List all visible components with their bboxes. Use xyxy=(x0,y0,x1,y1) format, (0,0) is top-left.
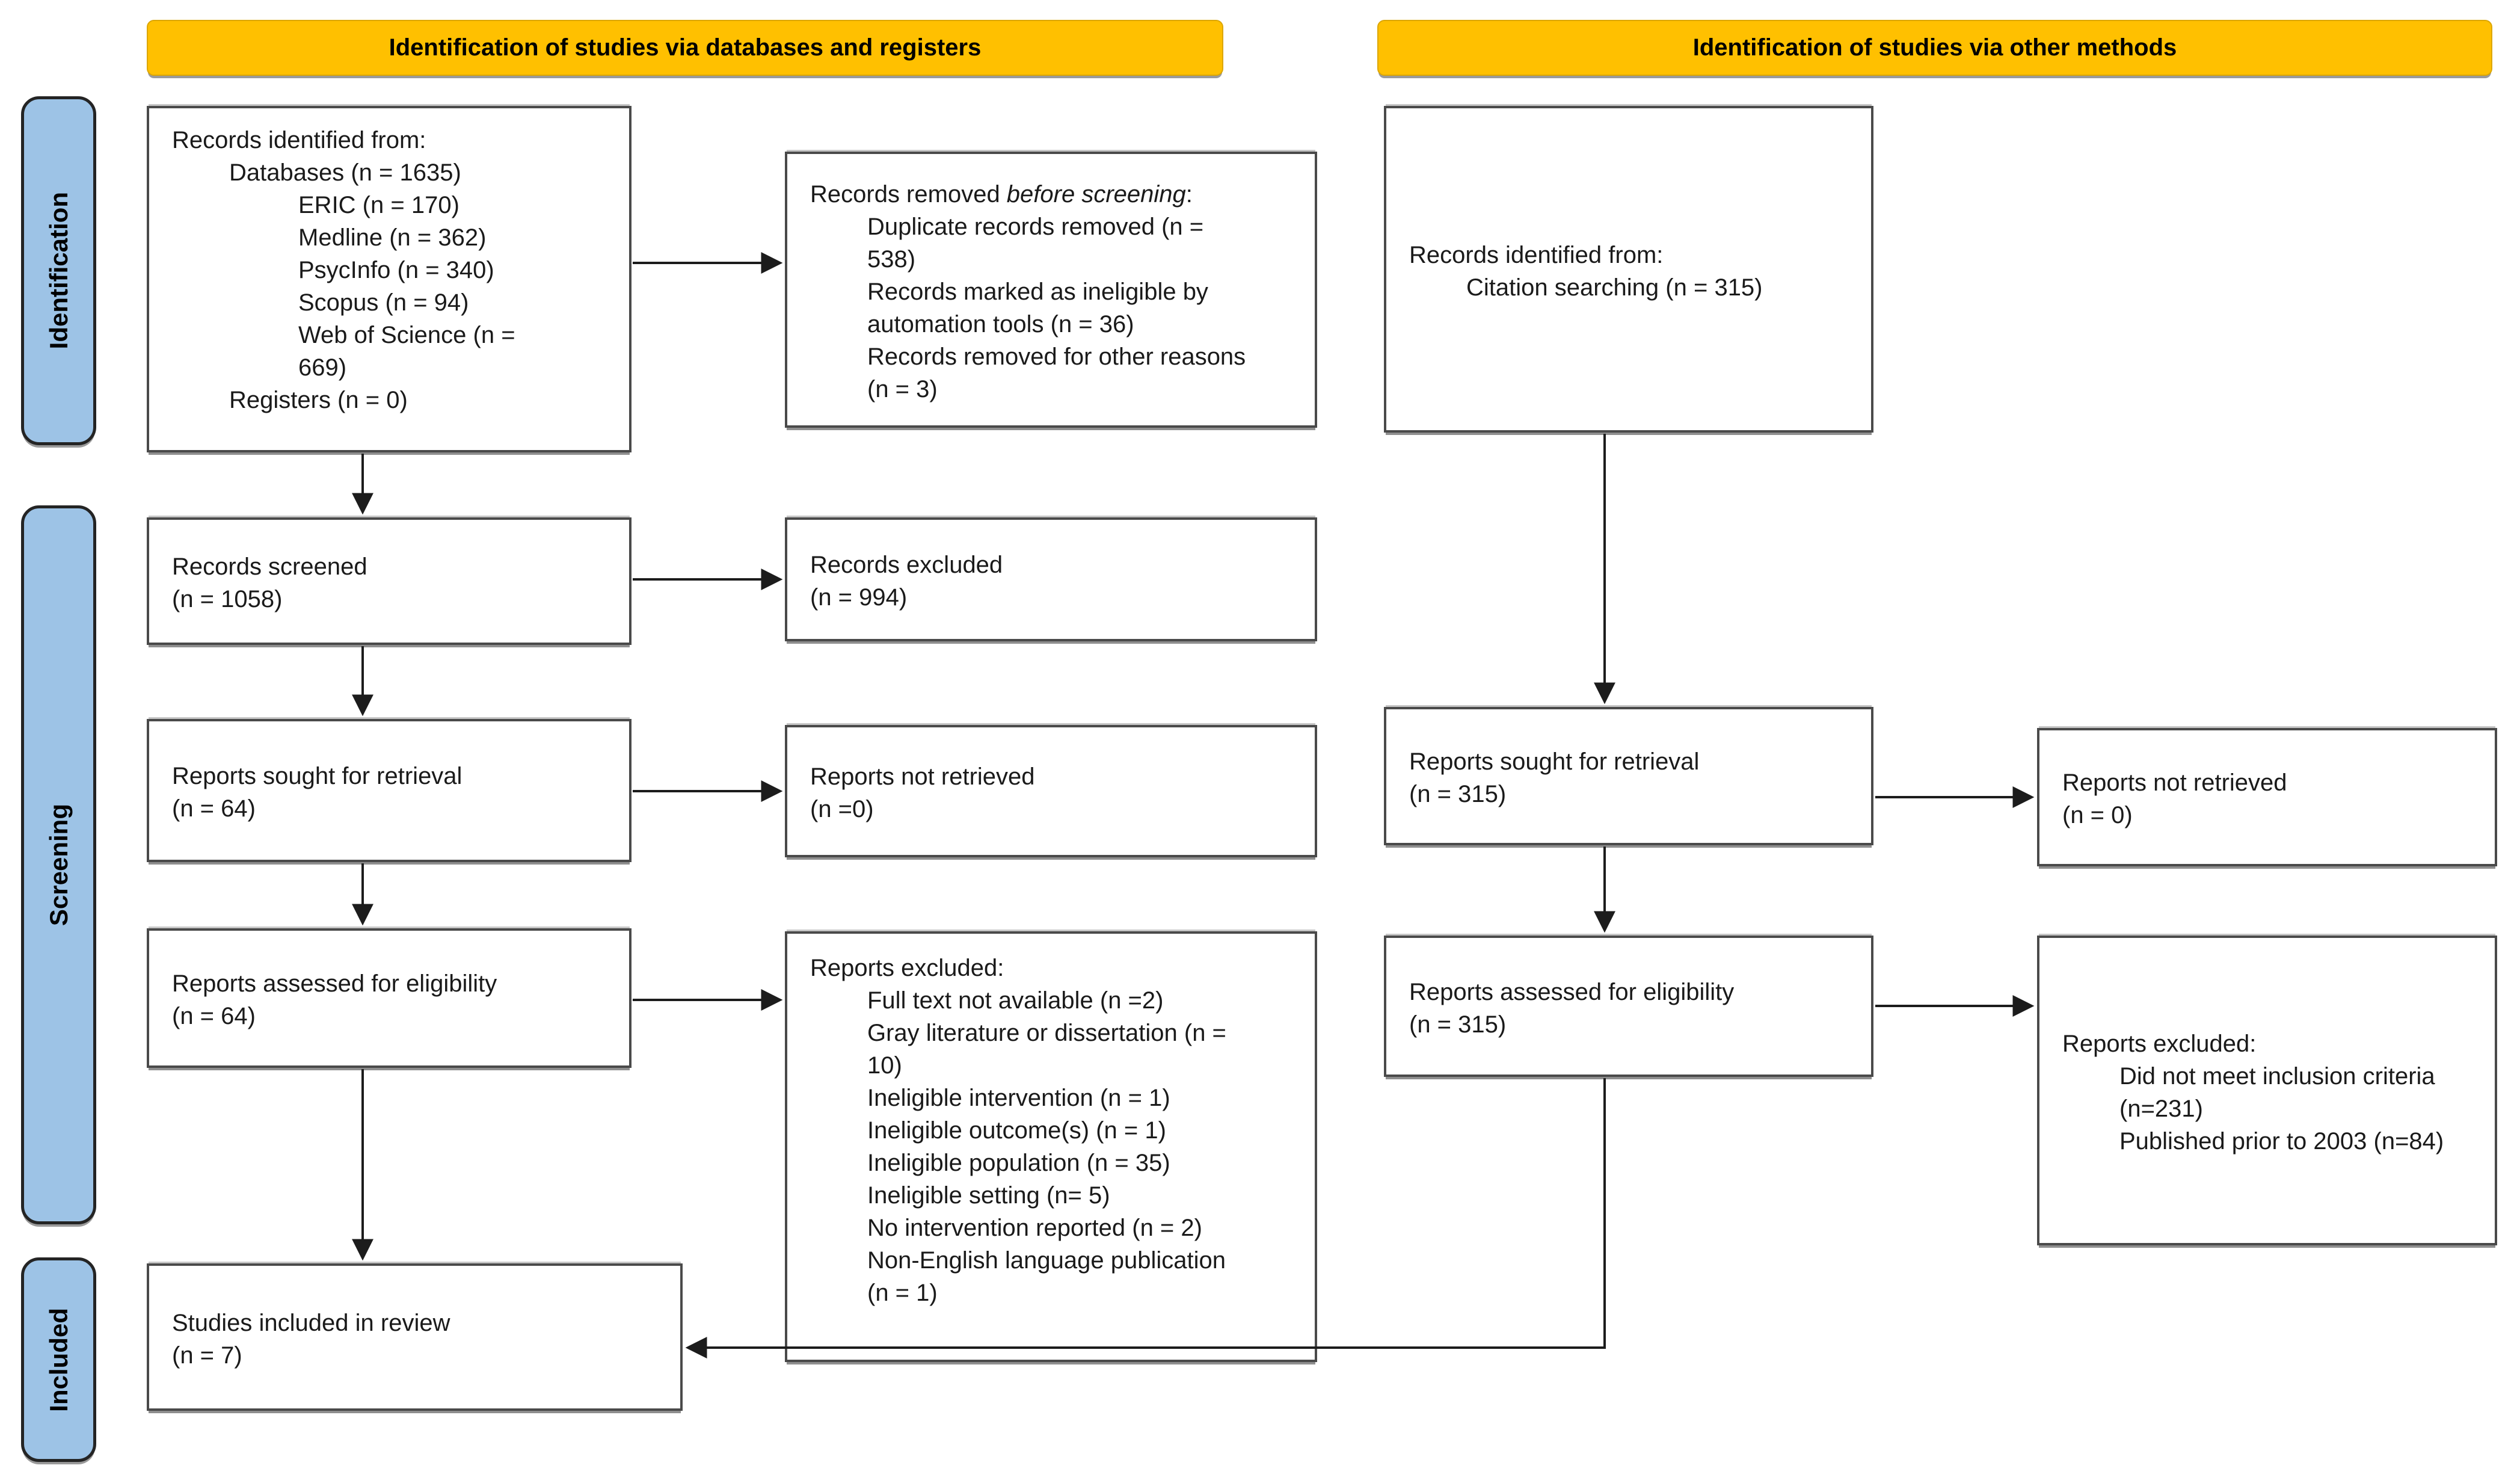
reports-assessed-other-count: (n = 315) xyxy=(1409,1011,1507,1038)
box-records-screened: Records screened (n = 1058) xyxy=(147,517,632,645)
box-reports-sought-databases: Reports sought for retrieval (n = 64) xyxy=(147,719,632,862)
duplicates-removed-count: Duplicate records removed (n = 538) xyxy=(867,213,1204,273)
box-reports-not-retrieved-other: Reports not retrieved (n = 0) xyxy=(2037,728,2497,866)
records-screened-label: Records screened xyxy=(172,553,367,580)
header-databases-registers: Identification of studies via databases … xyxy=(147,20,1223,76)
records-identified-other-title: Records identified from: xyxy=(1409,241,1664,268)
sidebar-screening-label: Screening xyxy=(44,803,73,927)
excluded-ineligible-setting: Ineligible setting (n= 5) xyxy=(867,1182,1110,1209)
reports-sought-databases-label: Reports sought for retrieval xyxy=(172,763,463,789)
box-records-identified-databases: Records identified from: Databases (n = … xyxy=(147,106,632,452)
excluded-published-prior: Published prior to 2003 (n=84) xyxy=(2119,1127,2444,1155)
records-screened-count: (n = 1058) xyxy=(172,586,283,612)
studies-included-label: Studies included in review xyxy=(172,1309,450,1336)
reports-assessed-other-label: Reports assessed for eligibility xyxy=(1409,978,1735,1005)
citation-searching-count: Citation searching (n = 315) xyxy=(1466,274,1763,301)
box-records-removed-before-screening: Records removed before screening: Duplic… xyxy=(785,152,1317,428)
header-other-methods-label: Identification of studies via other meth… xyxy=(1692,34,2177,61)
records-removed-title: Records removed before screening: xyxy=(810,178,1249,211)
box-records-identified-other: Records identified from: Citation search… xyxy=(1384,106,1873,433)
excluded-no-intervention: No intervention reported (n = 2) xyxy=(867,1215,1202,1241)
excluded-ineligible-outcome: Ineligible outcome(s) (n = 1) xyxy=(867,1117,1166,1144)
reports-excluded-databases-title: Reports excluded: xyxy=(810,955,1004,981)
records-excluded-count: (n = 994) xyxy=(810,584,908,611)
excluded-gray-literature: Gray literature or dissertation (n = 10) xyxy=(867,1020,1226,1079)
sidebar-identification: Identification xyxy=(21,96,96,445)
reports-sought-other-label: Reports sought for retrieval xyxy=(1409,748,1700,775)
records-removed-title-italic: before screening xyxy=(1006,180,1186,208)
other-reasons-count: Records removed for other reasons (n = 3… xyxy=(867,343,1246,402)
excluded-ineligible-intervention: Ineligible intervention (n = 1) xyxy=(867,1085,1170,1111)
reports-sought-databases-count: (n = 64) xyxy=(172,795,256,822)
reports-not-retrieved-databases-count: (n =0) xyxy=(810,796,874,822)
automation-ineligible-count: Records marked as ineligible by automati… xyxy=(867,278,1208,338)
box-reports-assessed-other: Reports assessed for eligibility (n = 31… xyxy=(1384,936,1873,1077)
reports-excluded-other-title: Reports excluded: xyxy=(2062,1030,2257,1057)
box-reports-assessed-databases: Reports assessed for eligibility (n = 64… xyxy=(147,928,632,1068)
records-removed-title-suffix: : xyxy=(1185,180,1193,208)
reports-sought-other-count: (n = 315) xyxy=(1409,781,1507,807)
web-of-science-count: Web of Science (n = 669) xyxy=(298,322,515,381)
box-reports-excluded-other: Reports excluded: Did not meet inclusion… xyxy=(2037,936,2497,1245)
header-other-methods: Identification of studies via other meth… xyxy=(1377,20,2492,76)
reports-not-retrieved-databases-label: Reports not retrieved xyxy=(810,763,1035,790)
box-studies-included: Studies included in review (n = 7) xyxy=(147,1263,683,1411)
sidebar-included: Included xyxy=(21,1257,96,1462)
records-removed-title-prefix: Records removed xyxy=(810,180,1007,208)
box-reports-not-retrieved-databases: Reports not retrieved (n =0) xyxy=(785,725,1317,857)
reports-not-retrieved-other-label: Reports not retrieved xyxy=(2062,769,2287,796)
header-databases-registers-label: Identification of studies via databases … xyxy=(389,34,982,61)
studies-included-count: (n = 7) xyxy=(172,1342,242,1369)
databases-count: Databases (n = 1635) xyxy=(229,159,461,186)
registers-count: Registers (n = 0) xyxy=(229,387,408,413)
excluded-full-text: Full text not available (n =2) xyxy=(867,987,1164,1014)
sidebar-screening: Screening xyxy=(21,505,96,1224)
excluded-ineligible-population: Ineligible population (n = 35) xyxy=(867,1150,1170,1176)
reports-assessed-databases-label: Reports assessed for eligibility xyxy=(172,970,497,997)
sidebar-included-label: Included xyxy=(44,1307,73,1412)
excluded-inclusion-criteria: Did not meet inclusion criteria (n=231) xyxy=(2119,1062,2435,1122)
excluded-non-english: Non-English language publication (n = 1) xyxy=(867,1247,1226,1306)
sidebar-identification-label: Identification xyxy=(44,192,73,350)
reports-not-retrieved-other-count: (n = 0) xyxy=(2062,802,2133,828)
scopus-count: Scopus (n = 94) xyxy=(298,289,469,316)
eric-count: ERIC (n = 170) xyxy=(298,192,459,218)
records-identified-title: Records identified from: xyxy=(172,127,426,153)
psycinfo-count: PsycInfo (n = 340) xyxy=(298,257,494,283)
reports-assessed-databases-count: (n = 64) xyxy=(172,1003,256,1029)
medline-count: Medline (n = 362) xyxy=(298,224,487,251)
box-records-excluded: Records excluded (n = 994) xyxy=(785,517,1317,641)
box-reports-excluded-databases: Reports excluded: Full text not availabl… xyxy=(785,931,1317,1362)
box-reports-sought-other: Reports sought for retrieval (n = 315) xyxy=(1384,707,1873,845)
records-excluded-label: Records excluded xyxy=(810,552,1003,578)
